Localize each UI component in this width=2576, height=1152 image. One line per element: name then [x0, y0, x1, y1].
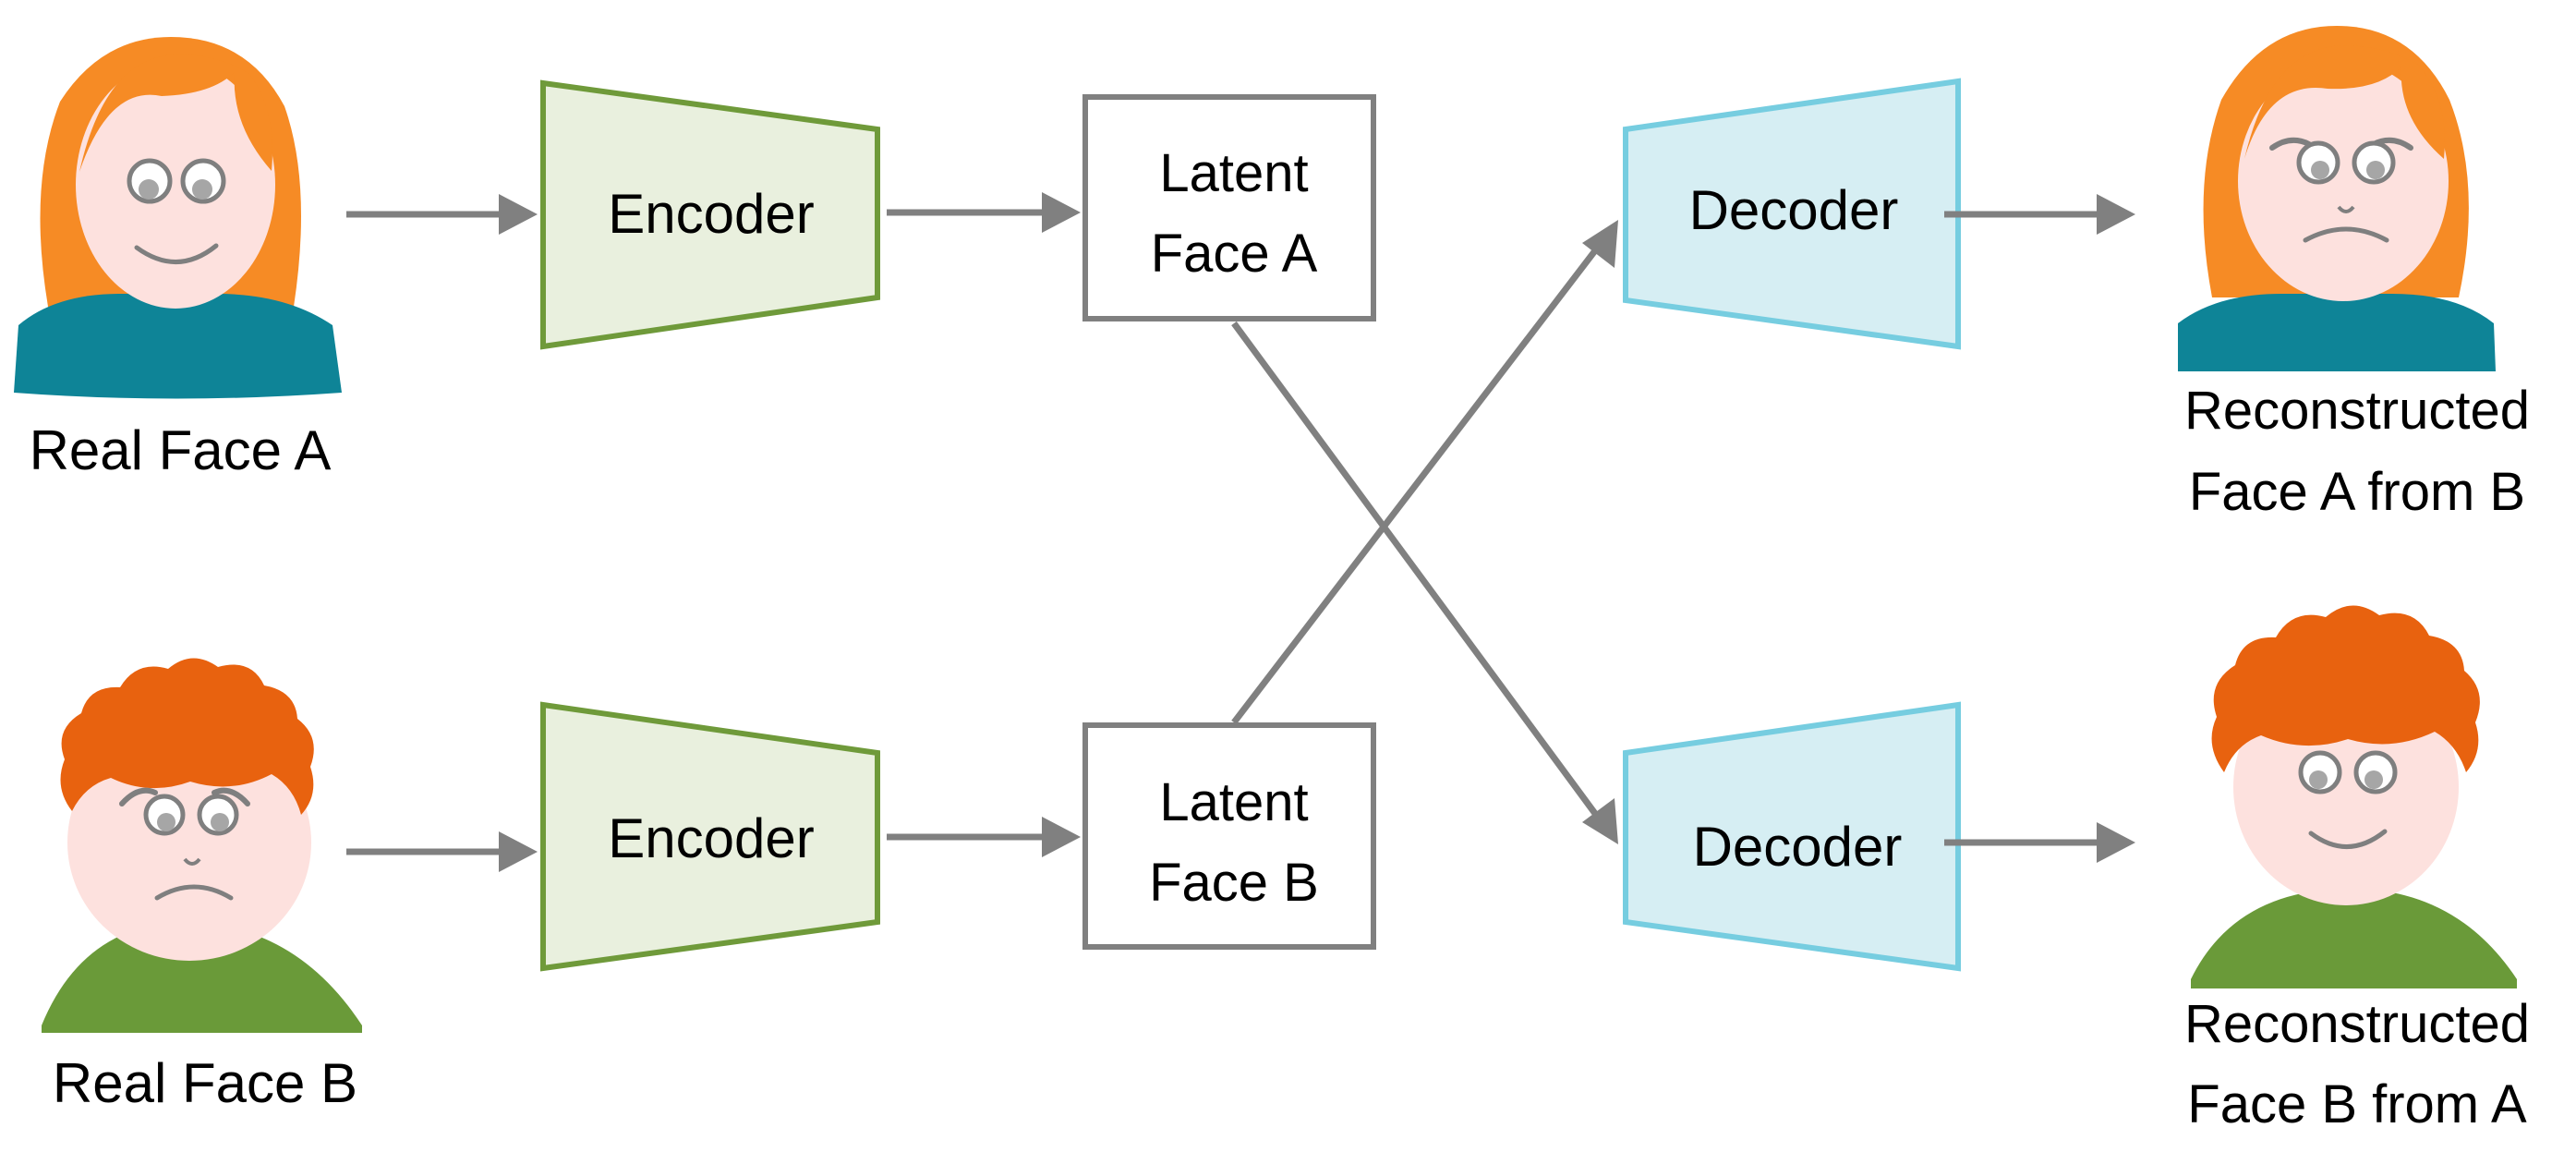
encoder-a: Encoder	[540, 79, 880, 350]
reconstructed-face-b-icon	[2191, 605, 2517, 988]
decoder-top: Decoder	[1623, 78, 1961, 350]
real-face-b-label: Real Face B	[53, 1052, 357, 1114]
decoder-bottom: Decoder	[1623, 701, 1961, 972]
real-face-b-icon	[42, 658, 362, 1033]
decoder-bottom-label: Decoder	[1693, 816, 1903, 878]
reconstructed-a-line1: Reconstructed	[2184, 381, 2530, 441]
reconstructed-face-a-icon	[2178, 26, 2496, 371]
latent-b-line2: Face B	[1149, 853, 1319, 913]
real-face-a-icon	[14, 37, 342, 399]
decoder-top-label: Decoder	[1689, 179, 1899, 241]
real-face-a-label: Real Face A	[30, 419, 332, 481]
latent-face-a-box: Latent Face A	[1082, 94, 1376, 321]
reconstructed-b-line1: Reconstructed	[2184, 994, 2530, 1054]
encoder-b-label: Encoder	[608, 807, 814, 869]
latent-b-line1: Latent	[1159, 772, 1308, 832]
encoder-a-label: Encoder	[608, 183, 814, 245]
encoder-b: Encoder	[540, 701, 880, 972]
latent-a-line2: Face A	[1151, 224, 1318, 284]
reconstructed-a-line2: Face A from B	[2189, 462, 2525, 522]
reconstructed-b-line2: Face B from A	[2187, 1074, 2527, 1134]
arrows	[346, 192, 2135, 872]
latent-face-b-box: Latent Face B	[1082, 722, 1376, 950]
latent-a-line1: Latent	[1159, 143, 1308, 203]
